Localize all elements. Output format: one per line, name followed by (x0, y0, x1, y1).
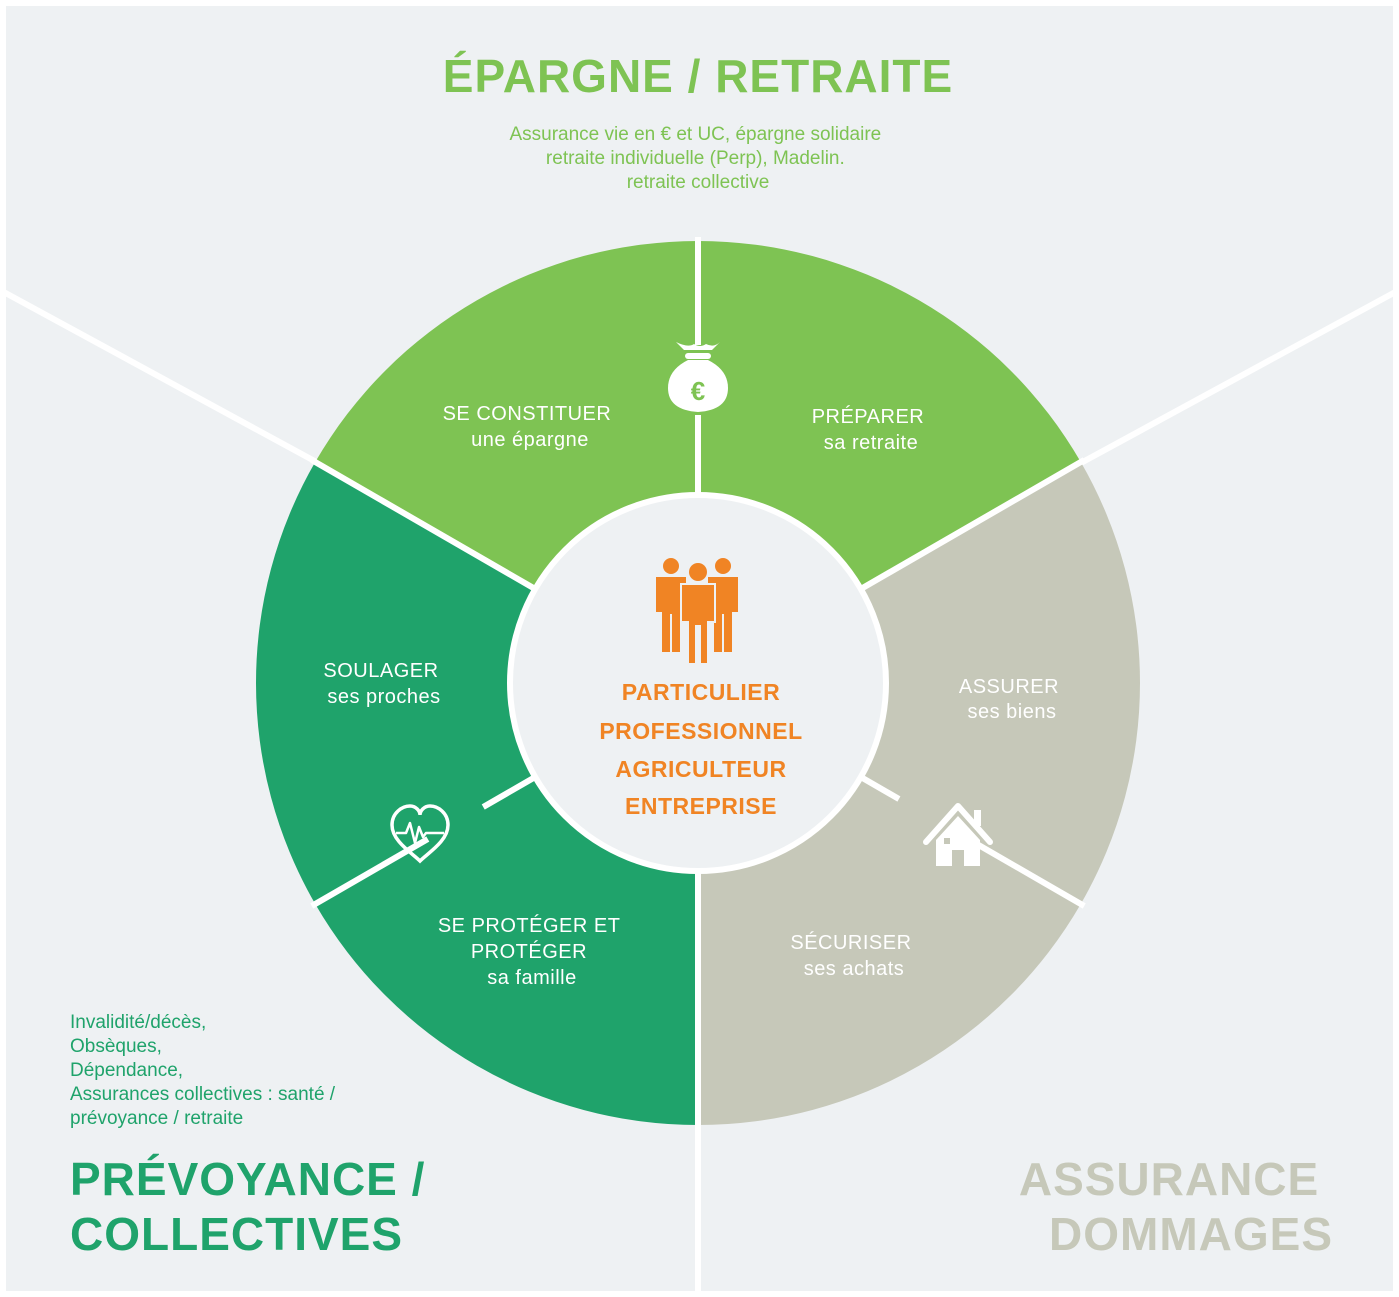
prevoyance-title: PRÉVOYANCE / COLLECTIVES (70, 1153, 439, 1260)
segment-label-line: sa famille (487, 967, 576, 989)
segment-label-line: SÉCURISER (790, 931, 911, 954)
segment-soulager-label: SOULAGER ses proches (323, 660, 444, 708)
segment-label-line: SOULAGER (323, 660, 438, 682)
segment-label-line: ASSURER (959, 676, 1059, 698)
house-icon (923, 803, 993, 866)
epargne-title: ÉPARGNE / RETRAITE (443, 50, 953, 102)
prevoyance-description-line: Invalidité/décès, (70, 1012, 206, 1033)
radial-divider-right (1077, 287, 1399, 467)
epargne-description-line: Assurance vie en € et UC, épargne solida… (509, 124, 881, 145)
ring-subdivider (971, 839, 1086, 909)
prevoyance-description-line: prévoyance / retraite (70, 1108, 243, 1129)
epargne-description-line: retraite collective (627, 172, 770, 193)
radial-divider-left (0, 287, 322, 467)
segment-label-line: ses biens (968, 701, 1057, 723)
segment-label-line: ses achats (804, 958, 905, 980)
ring-divider (859, 457, 1086, 592)
segment-assurer-label: ASSURER ses biens (959, 676, 1065, 723)
epargne-description: Assurance vie en € et UC, épargne solida… (509, 124, 886, 193)
segment-label-line: SE PROTÉGER ET (438, 914, 620, 937)
svg-text:€: € (691, 376, 705, 406)
heart-pulse-icon (390, 804, 450, 864)
ring (255, 237, 1140, 1129)
prevoyance-description-line: Dépendance, (70, 1060, 183, 1081)
prevoyance-title-line: COLLECTIVES (70, 1208, 403, 1260)
segment-label-line: une épargne (471, 429, 589, 451)
epargne-description-line: retraite individuelle (Perp), Madelin. (546, 148, 845, 169)
segment-label-line: SE CONSTITUER (443, 403, 612, 425)
prevoyance-description-line: Assurances collectives : santé / (70, 1084, 336, 1105)
segment-label-line: PROTÉGER (471, 940, 587, 963)
center-entreprise: ENTREPRISE (625, 793, 777, 819)
segment-dommages (698, 462, 1140, 1125)
segment-constituer-label: SE CONSTITUER une épargne (443, 403, 618, 451)
dommages-title-line: ASSURANCE (1019, 1153, 1319, 1205)
ring-subdivider (859, 774, 901, 802)
ring-divider (310, 457, 537, 592)
center-circle (507, 492, 889, 874)
center-agriculteur: AGRICULTEUR (615, 756, 786, 782)
prevoyance-description: Invalidité/décès, Obsèques, Dépendance, … (70, 1012, 340, 1129)
dommages-title: ASSURANCE DOMMAGES (1019, 1153, 1333, 1260)
segment-prevoyance (255, 462, 699, 1125)
center-particulier: PARTICULIER (622, 679, 780, 705)
segment-proteger-label: SE PROTÉGER ET PROTÉGER sa famille (438, 914, 626, 989)
segment-label-line: sa retraite (824, 432, 918, 454)
segment-preparer-label: PRÉPARER sa retraite (812, 405, 931, 454)
segment-label-line: PRÉPARER (812, 405, 925, 428)
ring-subdivider (481, 774, 537, 810)
prevoyance-description-line: Obsèques, (70, 1036, 162, 1057)
center-professionnel: PROFESSIONNEL (599, 718, 802, 744)
prevoyance-title-line: PRÉVOYANCE / (70, 1153, 425, 1205)
dommages-title-line: DOMMAGES (1049, 1208, 1333, 1260)
segment-securiser-label: SÉCURISER ses achats (790, 931, 917, 980)
business-people-icon (656, 558, 738, 665)
segment-label-line: ses proches (327, 686, 440, 708)
money-bag-euro-icon: € (668, 342, 728, 412)
